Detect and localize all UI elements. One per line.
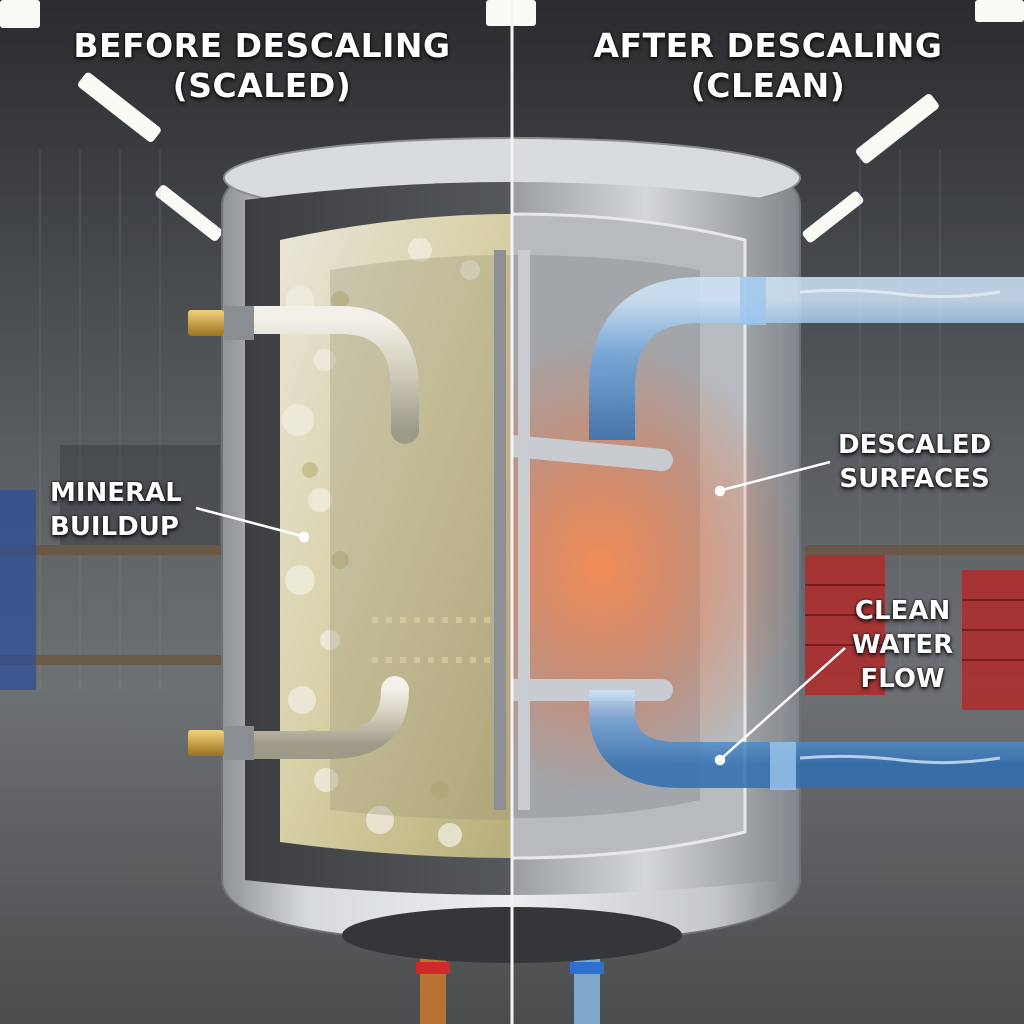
clean-label-line3: FLOW — [860, 664, 945, 694]
after-title-line2: (CLEAN) — [690, 66, 846, 105]
before-descaling-title: BEFORE DESCALING (SCALED) — [52, 26, 472, 106]
before-title-line2: (SCALED) — [172, 66, 352, 105]
ceiling-lights — [0, 0, 1024, 243]
before-title-line1: BEFORE DESCALING — [73, 26, 451, 65]
clean-label-line1: CLEAN — [854, 596, 951, 626]
descaled-label-line2: SURFACES — [839, 464, 990, 494]
mineral-callout-line — [195, 506, 303, 538]
clean-water-flow-label: CLEAN WATER FLOW — [852, 594, 953, 696]
descaled-surfaces-label: DESCALED SURFACES — [838, 428, 991, 496]
mineral-label-line1: MINERAL — [50, 478, 182, 508]
after-title-line1: AFTER DESCALING — [593, 26, 943, 65]
mineral-buildup-label: MINERAL BUILDUP — [50, 476, 182, 544]
clean-water-callout-line — [721, 647, 846, 759]
descaled-label-line1: DESCALED — [838, 430, 992, 460]
clean-label-line2: WATER — [852, 630, 954, 660]
mineral-label-line2: BUILDUP — [50, 512, 179, 542]
descaled-callout-line — [721, 460, 831, 492]
after-descaling-title: AFTER DESCALING (CLEAN) — [558, 26, 978, 106]
